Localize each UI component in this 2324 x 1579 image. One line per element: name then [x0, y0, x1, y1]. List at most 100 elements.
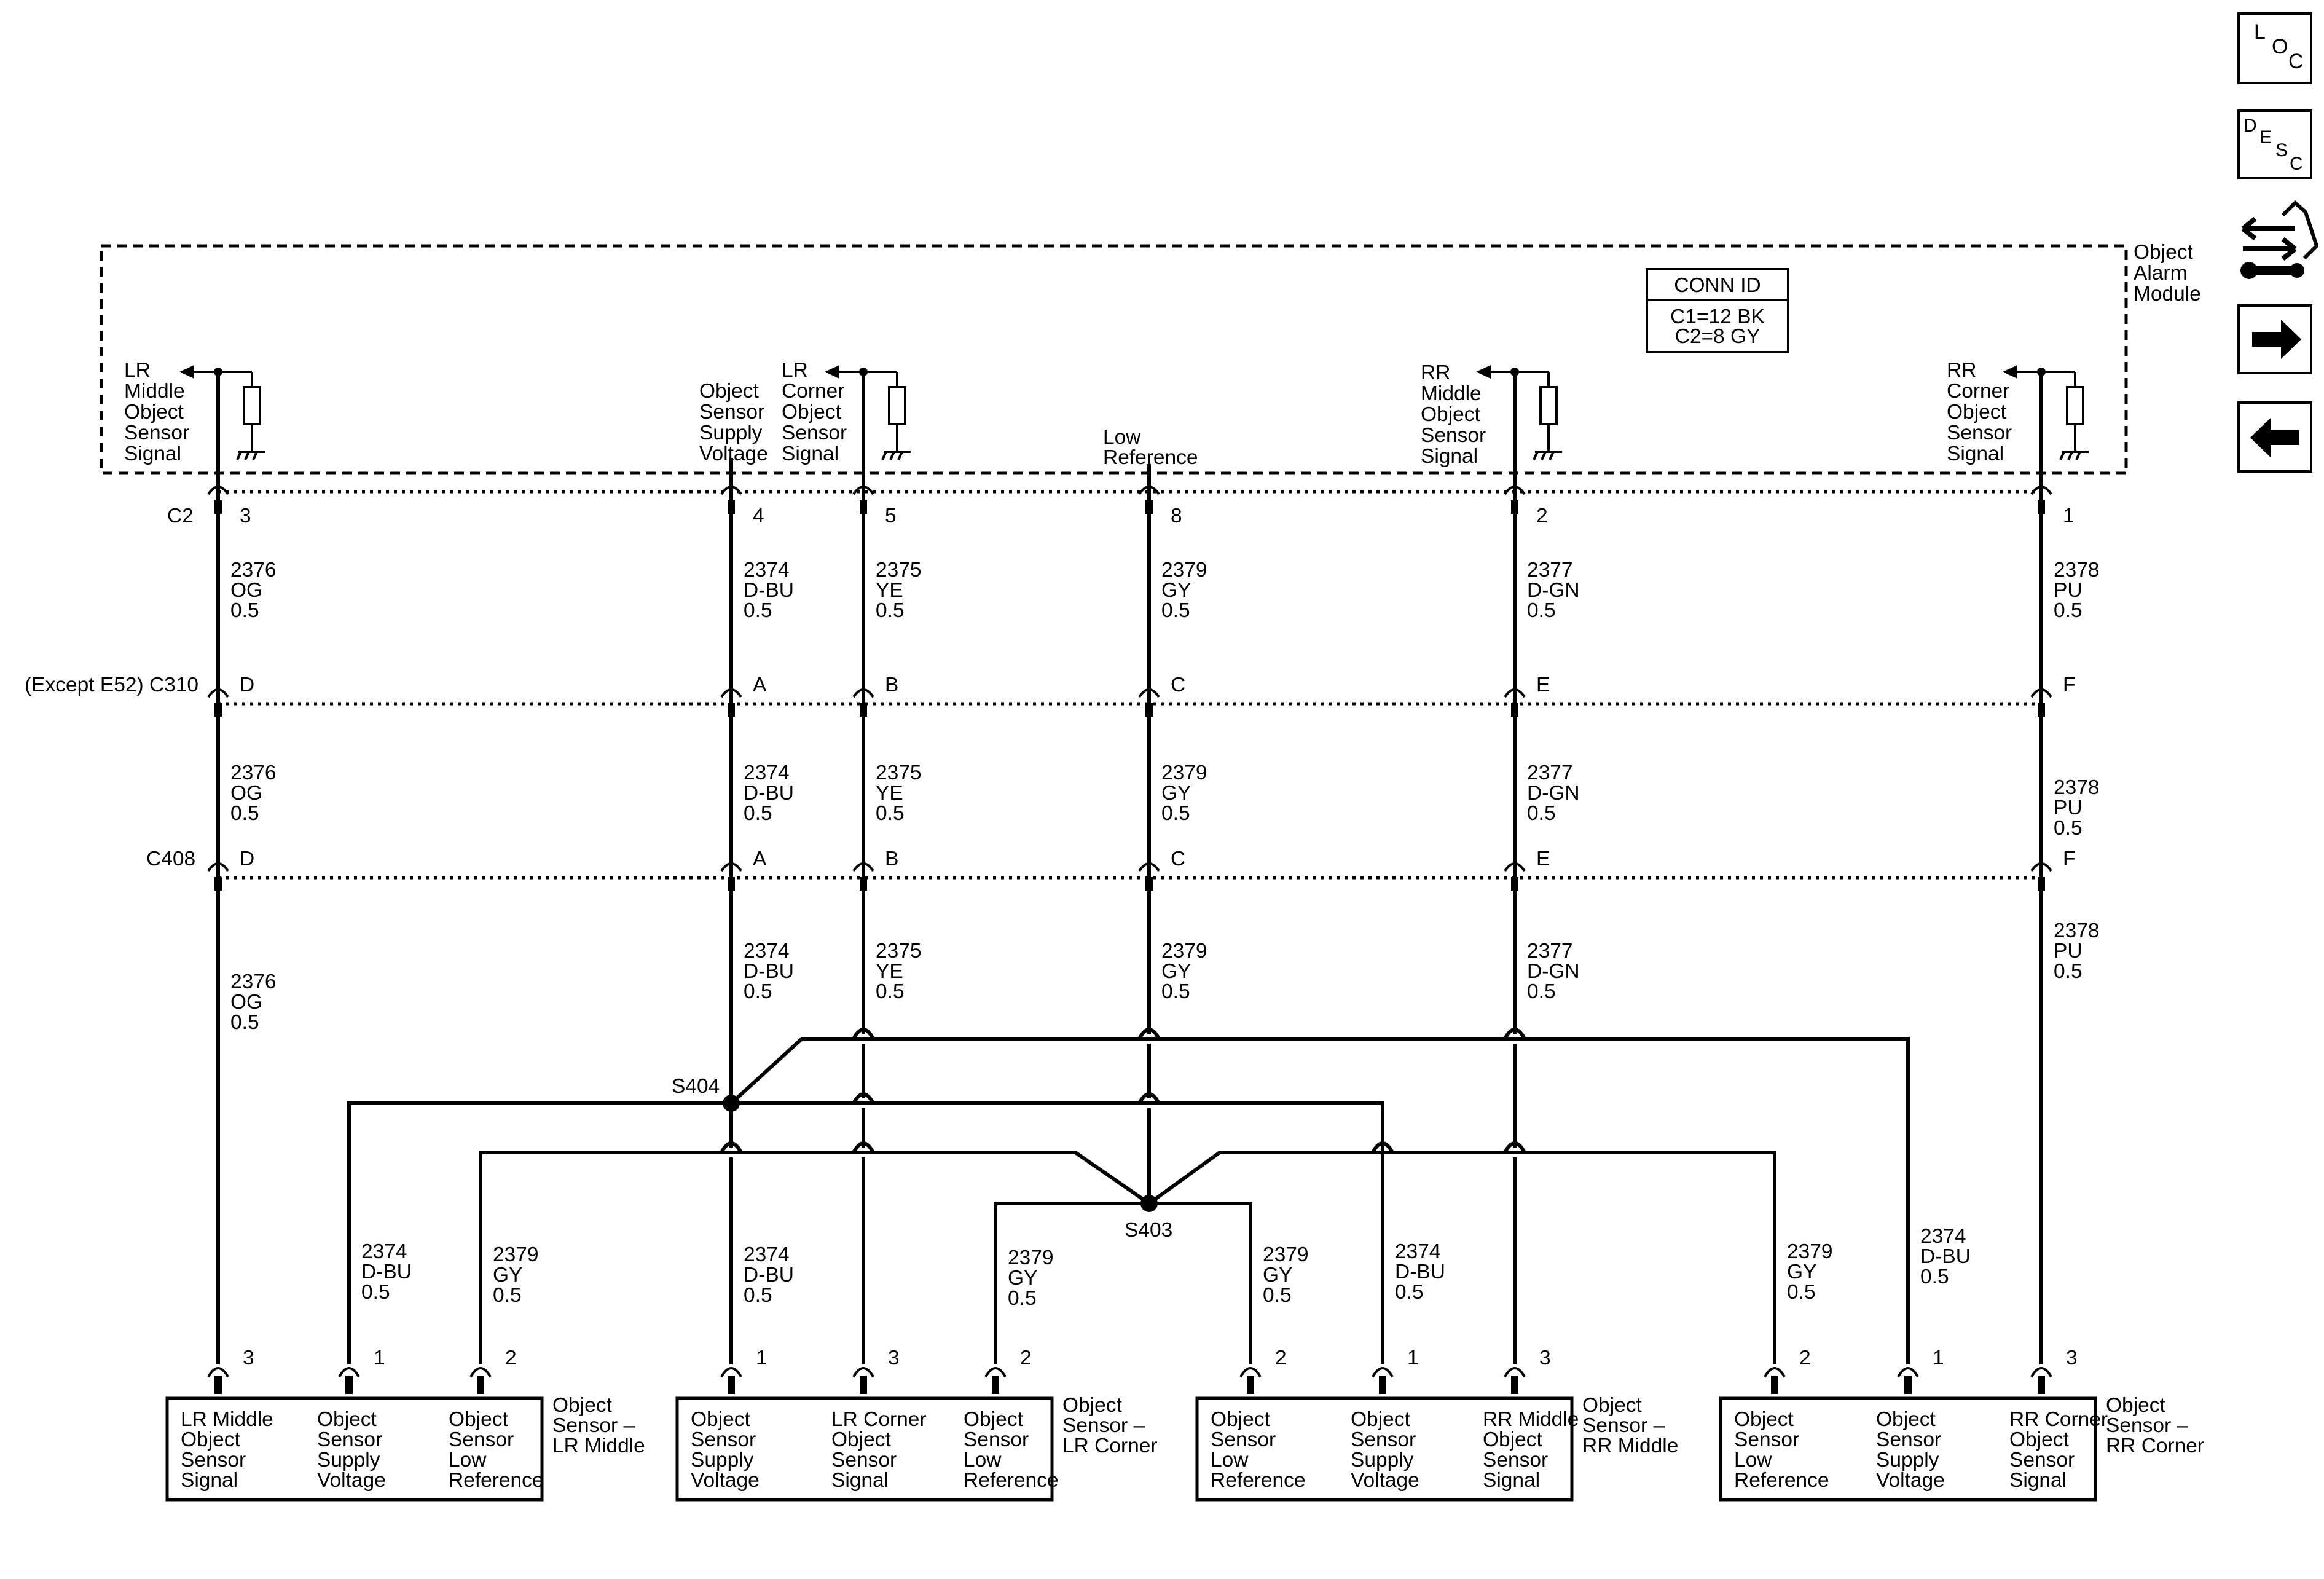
- next-button[interactable]: [2237, 304, 2312, 374]
- supply-seg2-size: 0.5: [744, 802, 772, 825]
- wire-crossing-hop: [1137, 1028, 1161, 1040]
- s404-to-rrc-supply: [729, 1037, 1910, 1364]
- supply-seg2-color: D-BU: [744, 782, 794, 805]
- sensor-name-line: Sensor –: [1062, 1414, 1145, 1437]
- supply-seg2-circuit: 2374: [744, 762, 790, 784]
- rrm-seg2-circuit: 2377: [1527, 762, 1573, 784]
- sensor-pin-label: LR Middle: [181, 1408, 273, 1431]
- c310-connector-label: (Except E52) C310: [25, 674, 198, 696]
- supply-seg1-color: D-BU: [744, 579, 794, 602]
- rrc-seg1-size: 0.5: [2054, 599, 2083, 622]
- sensor-pin-label: Reference: [1734, 1469, 1829, 1492]
- module-name-line-1: Object: [2134, 241, 2194, 264]
- sensor-pin-connector: [852, 1367, 874, 1378]
- c408-connector-label: C408: [146, 848, 195, 870]
- sensor-pin-label: Sensor: [1483, 1449, 1548, 1471]
- branch-wire-labels: 2374 D-BU 0.5 2379 GY 0.5 2374 D-BU 0.5 …: [361, 1225, 1971, 1310]
- supply-label-1: Object: [699, 380, 760, 403]
- branch-2-color: GY: [493, 1264, 522, 1286]
- previous-button[interactable]: [2237, 401, 2312, 473]
- supply-c310-connector: [720, 688, 742, 717]
- rrc-label-3: Object: [1947, 401, 2007, 423]
- rrm-seg3-color: D-GN: [1527, 960, 1580, 983]
- sensor-pin-label: Supply: [1876, 1449, 1939, 1471]
- lrc-c310-pin: B: [885, 674, 898, 696]
- lrc-seg3-color: YE: [876, 960, 903, 983]
- conn-id-title: CONN ID: [1674, 274, 1761, 297]
- rrm-c408-pin: E: [1536, 848, 1550, 870]
- lrm-seg2-circuit: 2376: [230, 762, 277, 784]
- rrm-seg3-size: 0.5: [1527, 980, 1556, 1003]
- rrm-label-5: Signal: [1421, 445, 1478, 468]
- desc-button[interactable]: D E S C: [2237, 109, 2312, 179]
- sensor-pin-connector: [1372, 1367, 1394, 1378]
- branch-4-circuit: 2379: [1008, 1246, 1054, 1269]
- lrm-seg3-circuit: 2376: [230, 971, 277, 993]
- sensor-pin-stub: [860, 1376, 867, 1394]
- rrm-c408-connector: [1504, 862, 1526, 891]
- lrm-label-5: Signal: [124, 443, 181, 465]
- lowref-seg1-color: GY: [1161, 579, 1191, 602]
- sensor-pin-label: RR Middle: [1483, 1408, 1579, 1431]
- lrc-label-3: Object: [782, 401, 842, 423]
- rrc-seg2-circuit: 2378: [2054, 776, 2100, 799]
- loc-button[interactable]: L O C: [2237, 12, 2312, 84]
- s403-to-rrm-lowref: [1149, 1202, 1252, 1364]
- conn-id-table: CONN ID C1=12 BK C2=8 GY: [1646, 268, 1789, 353]
- branch-6-size: 0.5: [1395, 1281, 1424, 1304]
- sensor-name-line: Object: [552, 1394, 613, 1417]
- s403-to-lrc-lowref: [994, 1202, 1149, 1364]
- branch-8-color: D-BU: [1920, 1245, 1971, 1268]
- wire-crossing-hop: [852, 1092, 875, 1105]
- sensor-name-line: Object: [1062, 1394, 1123, 1417]
- sensor-name-line: RR Corner: [2106, 1435, 2204, 1457]
- sensor-pin-label: Object: [1876, 1408, 1936, 1431]
- supply-c408-pin: A: [753, 848, 767, 870]
- connector-tools-button[interactable]: [2240, 200, 2319, 279]
- wire-layer: 3DD2376OG0.52376OG0.52376OG0.54AA2374D-B…: [207, 473, 2100, 1364]
- lrc-seg1-circuit: 2375: [876, 559, 922, 581]
- sensor-name-line: LR Middle: [552, 1435, 645, 1457]
- sensor-pin-label: Reference: [1211, 1469, 1306, 1492]
- lrm-seg1-size: 0.5: [230, 599, 259, 622]
- sensor-pin-stub: [345, 1376, 353, 1394]
- lowref-seg2-color: GY: [1161, 782, 1191, 805]
- sensor-pin-label: Sensor: [691, 1428, 756, 1451]
- sensor-pin-label: Sensor: [964, 1428, 1029, 1451]
- sensor-pin-stub: [1247, 1376, 1254, 1394]
- sensor-pin-label: Object: [181, 1428, 241, 1451]
- lrc-c2-pin: 5: [885, 505, 897, 527]
- sensor-pin-connector: [1897, 1367, 1919, 1378]
- supply-c408-connector: [720, 862, 742, 891]
- rrm-seg1-circuit: 2377: [1527, 559, 1573, 581]
- next-arrow-icon: [2252, 320, 2301, 359]
- lrc-c408-connector: [852, 862, 874, 891]
- lowref-seg3-size: 0.5: [1161, 980, 1190, 1003]
- s404-to-rrm-supply: [731, 1101, 1384, 1364]
- sensor-pin-connector: [207, 1367, 229, 1378]
- sensor-pin-number: 3: [1539, 1347, 1551, 1369]
- branch-6-circuit: 2374: [1395, 1240, 1441, 1263]
- rrc-seg2-size: 0.5: [2054, 817, 2083, 840]
- sensor-pin-label: Signal: [1483, 1469, 1540, 1492]
- sensor-pin-number: 3: [2066, 1347, 2078, 1369]
- sensor-pin-number: 2: [1275, 1347, 1287, 1369]
- sensor-pin-label: Voltage: [1876, 1469, 1945, 1492]
- rrc-label-5: Signal: [1947, 443, 2004, 465]
- branch-3-circuit: 2374: [744, 1243, 790, 1266]
- sensor-pin-label: Voltage: [317, 1469, 386, 1492]
- lowref-seg3-color: GY: [1161, 960, 1191, 983]
- sensor-pin-label: Low: [964, 1449, 1002, 1471]
- rrc-c2-connector: [2030, 486, 2052, 514]
- rrm-label-3: Object: [1421, 403, 1481, 426]
- supply-seg3-circuit: 2374: [744, 940, 790, 963]
- sensor-pin-label: Sensor: [181, 1449, 246, 1471]
- connector-tools-icon: [2240, 200, 2319, 279]
- s404-label: S404: [672, 1075, 720, 1098]
- rr-middle-signal-circuit: [1476, 365, 1562, 473]
- lowref-seg1-size: 0.5: [1161, 599, 1190, 622]
